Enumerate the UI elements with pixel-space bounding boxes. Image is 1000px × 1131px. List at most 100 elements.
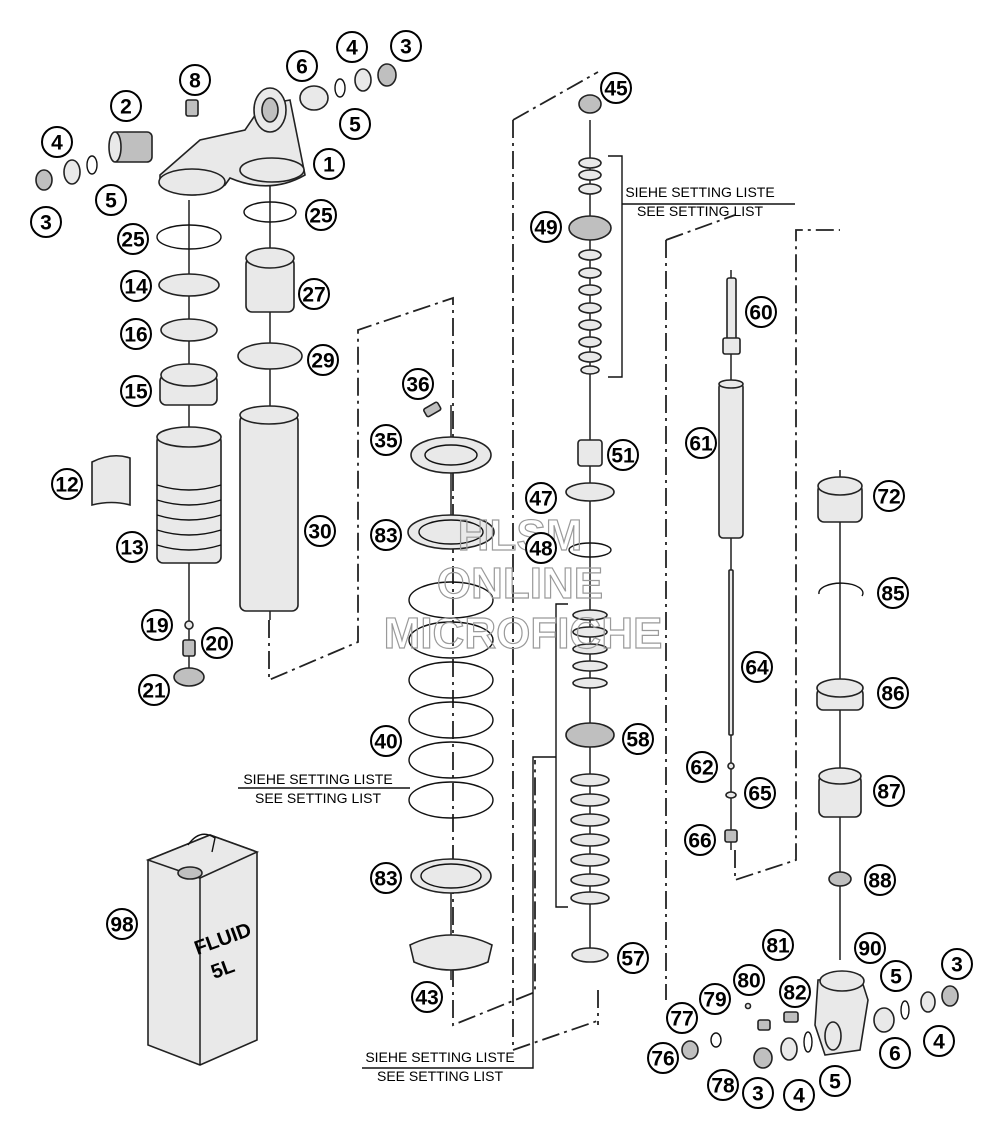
part-callout-65: 65	[744, 777, 776, 809]
part-callout-label: 25	[309, 205, 333, 228]
part-callout-label: 20	[205, 633, 228, 656]
part-callout-label: 6	[889, 1043, 901, 1066]
part-callout-label: 27	[302, 284, 325, 307]
part-callout-60: 60	[745, 296, 777, 328]
setting-note-spring: SIEHE SETTING LISTE SEE SETTING LIST	[243, 771, 392, 806]
part-callout-label: 3	[951, 954, 963, 977]
part-callout-label: 83	[374, 868, 397, 891]
part-callout-30: 30	[304, 515, 336, 547]
part-callout-15: 15	[120, 375, 152, 407]
watermark-line1: HLSM	[458, 511, 583, 560]
part-callout-3: 3	[30, 206, 62, 238]
part-callout-86: 86	[877, 677, 909, 709]
piston-rod-assembly	[718, 277, 744, 843]
part-callout-label: 35	[374, 430, 398, 453]
part-callout-5: 5	[339, 108, 371, 140]
part-callout-6: 6	[879, 1037, 911, 1069]
part-callout-79: 79	[699, 983, 731, 1015]
part-callout-66: 66	[684, 824, 716, 856]
part-callout-label: 4	[51, 132, 63, 155]
part-callout-label: 13	[120, 537, 143, 560]
fluid-can: FLUID 5L	[145, 833, 260, 1066]
part-callout-label: 61	[689, 433, 713, 456]
part-callout-49: 49	[530, 211, 562, 243]
part-callout-51: 51	[607, 439, 639, 471]
setting-brackets	[238, 155, 795, 1069]
part-callout-label: 30	[308, 521, 331, 544]
part-callout-3: 3	[390, 30, 422, 62]
part-callout-27: 27	[298, 278, 330, 310]
part-callout-label: 1	[323, 154, 335, 177]
part-callout-label: 86	[881, 683, 904, 706]
part-callout-1: 1	[313, 148, 345, 180]
part-callout-25: 25	[305, 199, 337, 231]
part-callout-label: 3	[752, 1083, 764, 1106]
part-callout-label: 40	[374, 731, 397, 754]
setting-note-top-de: SIEHE SETTING LISTE	[625, 184, 774, 200]
part-callout-4: 4	[923, 1025, 955, 1057]
setting-note-spring-de: SIEHE SETTING LISTE	[243, 771, 392, 787]
part-callout-label: 4	[346, 37, 358, 60]
part-callout-label: 72	[877, 486, 900, 509]
part-callout-36: 36	[402, 368, 434, 400]
part-callout-label: 64	[745, 657, 769, 680]
setting-note-top-en: SEE SETTING LIST	[637, 203, 763, 219]
part-callout-78: 78	[707, 1069, 739, 1101]
watermark-line3: MICROFICHE	[384, 609, 663, 658]
part-callout-5: 5	[819, 1065, 851, 1097]
part-callout-label: 85	[881, 583, 905, 606]
part-callout-label: 19	[145, 615, 168, 638]
damper-piston-stack	[565, 94, 615, 963]
part-callout-43: 43	[411, 981, 443, 1013]
watermark-line2: ONLINE	[437, 559, 603, 608]
part-callout-label: 25	[121, 229, 145, 252]
part-callout-85: 85	[877, 577, 909, 609]
part-callout-48: 48	[525, 532, 557, 564]
part-callout-87: 87	[873, 775, 905, 807]
part-callout-83: 83	[370, 862, 402, 894]
setting-note-spring-en: SEE SETTING LIST	[255, 790, 381, 806]
part-callout-label: 4	[933, 1031, 945, 1054]
part-callout-label: 65	[748, 783, 772, 806]
part-callout-88: 88	[864, 864, 896, 896]
part-callout-label: 2	[120, 96, 132, 119]
part-callout-3: 3	[941, 948, 973, 980]
part-callout-61: 61	[685, 427, 717, 459]
part-callout-4: 4	[783, 1079, 815, 1111]
part-callout-5: 5	[880, 960, 912, 992]
part-callout-label: 58	[626, 729, 650, 752]
part-callout-label: 82	[783, 982, 806, 1005]
part-callout-3: 3	[742, 1077, 774, 1109]
part-callout-label: 83	[374, 525, 397, 548]
part-callout-label: 21	[142, 680, 166, 703]
part-callout-label: 47	[529, 488, 552, 511]
part-callout-4: 4	[41, 126, 73, 158]
part-callout-98: 98	[106, 908, 138, 940]
setting-note-bottom-en: SEE SETTING LIST	[377, 1068, 503, 1084]
part-callout-80: 80	[733, 964, 765, 996]
setting-note-top: SIEHE SETTING LISTE SEE SETTING LIST	[625, 184, 774, 219]
part-callout-label: 62	[690, 757, 713, 780]
part-callout-label: 5	[105, 190, 117, 213]
part-callout-label: 5	[349, 114, 361, 137]
part-callout-82: 82	[779, 976, 811, 1008]
part-callout-label: 36	[406, 374, 429, 397]
part-callout-19: 19	[141, 609, 173, 641]
part-number-callouts: 1233445568121314151619202125252729303536…	[30, 30, 973, 1111]
part-callout-label: 88	[868, 870, 892, 893]
part-callout-label: 79	[703, 989, 726, 1012]
part-callout-label: 51	[611, 445, 635, 468]
part-callout-label: 48	[529, 538, 553, 561]
part-callout-6: 6	[286, 50, 318, 82]
part-callout-16: 16	[120, 318, 152, 350]
part-callout-2: 2	[110, 90, 142, 122]
part-callout-label: 16	[124, 324, 147, 347]
part-callout-4: 4	[336, 31, 368, 63]
part-callout-35: 35	[370, 424, 402, 456]
spring-assembly	[407, 401, 495, 971]
part-callout-21: 21	[138, 674, 170, 706]
part-callout-64: 64	[741, 651, 773, 683]
part-callout-label: 98	[110, 914, 134, 937]
part-callout-58: 58	[622, 723, 654, 755]
part-callout-40: 40	[370, 725, 402, 757]
